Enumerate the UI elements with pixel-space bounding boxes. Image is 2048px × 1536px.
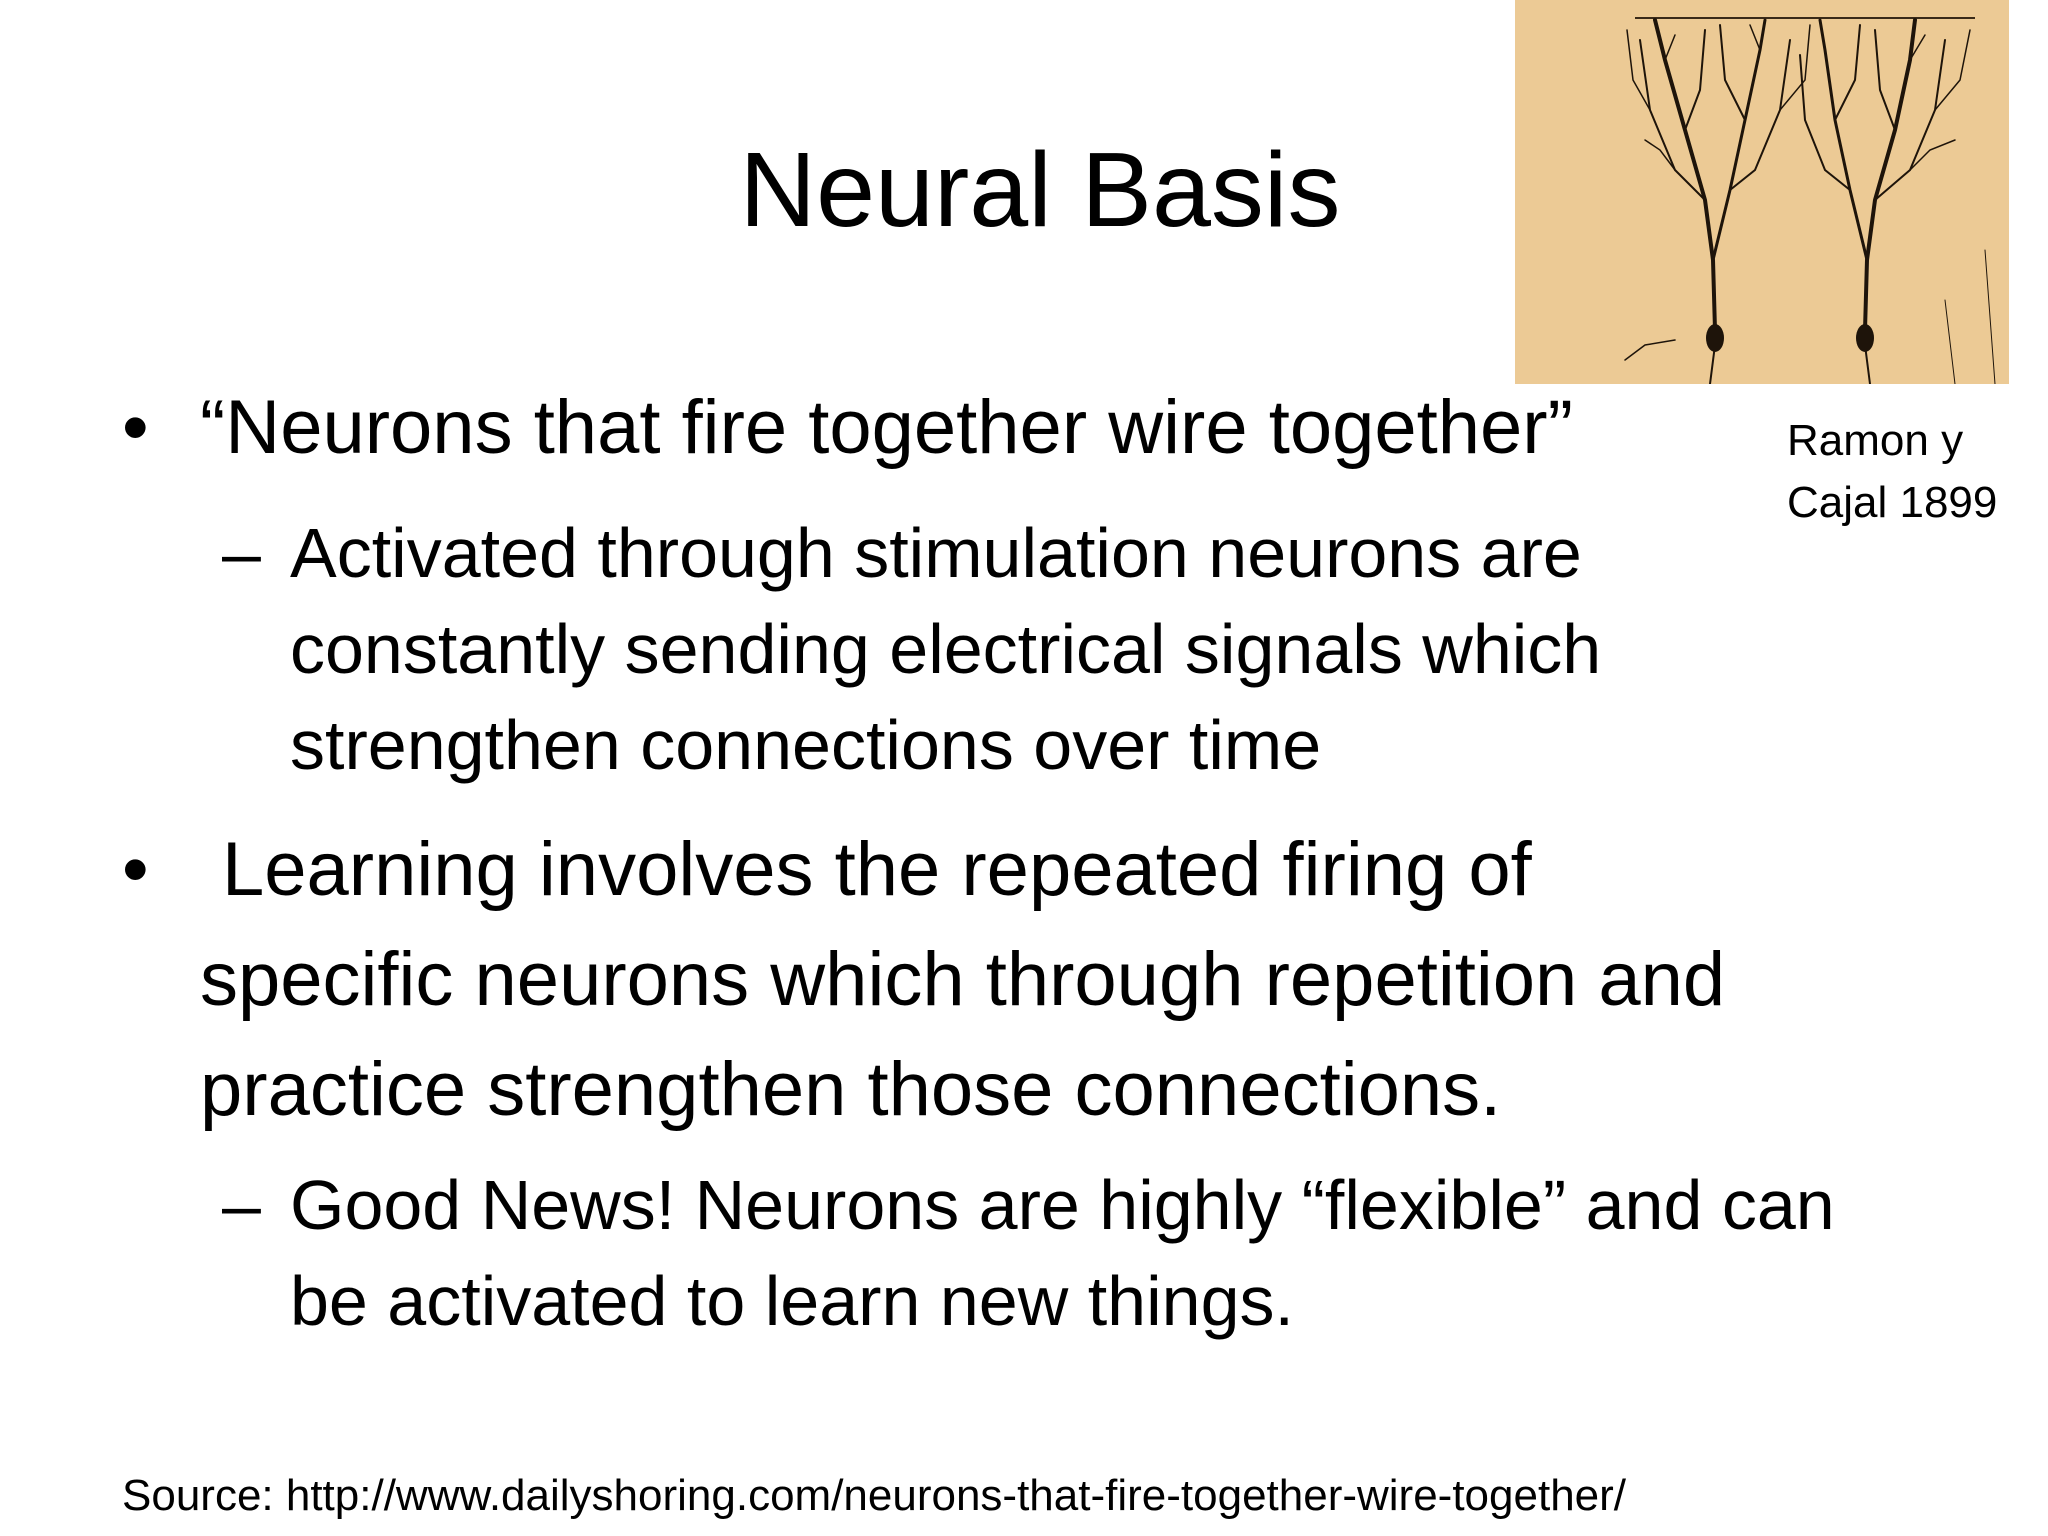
bullet-line: specific neurons which through repetitio… [200, 937, 1726, 1022]
sub-bullet-line: be activated to learn new things. [290, 1262, 1294, 1340]
bullet-line: “Neurons that fire together wire togethe… [200, 385, 1573, 470]
bullet-marker: • [122, 827, 149, 912]
bullet-text: Learning involves the repeated firing of… [200, 815, 1725, 1145]
image-caption-line-1: Ramon y [1787, 416, 1964, 465]
image-caption: Ramon y Cajal 1899 [1787, 410, 1997, 534]
sub-bullet-line: Activated through stimulation neurons ar… [290, 514, 1582, 592]
bullet-marker: • [122, 385, 149, 470]
bullet-line: Learning involves the repeated firing of [222, 827, 1532, 912]
sub-bullet-line: Good News! Neurons are highly “flexible”… [290, 1166, 1835, 1244]
source-citation: Source: http://www.dailyshoring.com/neur… [122, 1471, 1627, 1520]
sub-bullet-text: Activated through stimulation neurons ar… [290, 505, 1601, 793]
sub-bullet-line: constantly sending electrical signals wh… [290, 610, 1602, 688]
sub-bullet-text: Good News! Neurons are highly “flexible”… [290, 1157, 1835, 1349]
neuron-drawing-image [1515, 0, 2009, 384]
image-caption-line-2: Cajal 1899 [1787, 478, 1998, 527]
slide-title: Neural Basis [739, 131, 1341, 249]
sub-bullet-line: strengthen connections over time [290, 706, 1322, 784]
bullet-text: “Neurons that fire together wire togethe… [200, 380, 1573, 476]
sub-bullet-marker: – [222, 514, 261, 592]
sub-bullet-marker: – [222, 1166, 261, 1244]
bullet-line: practice strengthen those connections. [200, 1047, 1502, 1132]
